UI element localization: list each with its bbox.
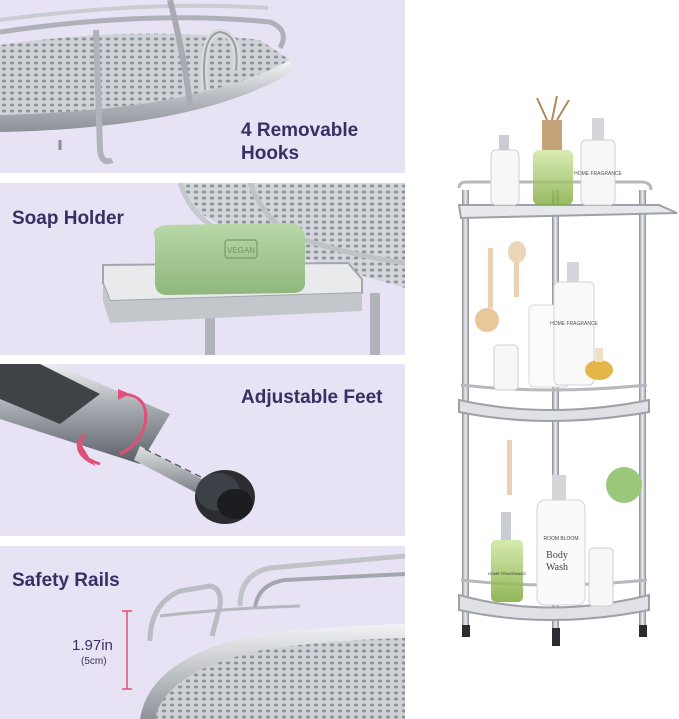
adjustable-foot-icon bbox=[0, 364, 255, 524]
soap-holder-panel: VEGAN Soap Holder bbox=[0, 183, 405, 355]
soap-emboss: VEGAN bbox=[227, 246, 255, 255]
body-wash-line1: Body bbox=[546, 550, 568, 561]
rail-height-value: 1.97in bbox=[72, 637, 113, 654]
body-wash-brand: ROOM BLOOM bbox=[543, 536, 578, 542]
top-bottle-label: HOME FRAGRANCE bbox=[574, 171, 622, 177]
safety-rails-title: Safety Rails bbox=[12, 570, 120, 591]
soap-holder-icon: VEGAN bbox=[102, 183, 405, 355]
body-wash-line2: Wash bbox=[546, 562, 568, 573]
bottom-bottle-label: HOME FRAGRANCE bbox=[488, 571, 527, 576]
hooks-title-line1: 4 Removable bbox=[241, 120, 359, 141]
rail-height-metric: (5cm) bbox=[81, 656, 107, 667]
hooks-panel: 4 Removable Hooks bbox=[0, 0, 405, 173]
hooks-title-line2: Hooks bbox=[241, 143, 300, 164]
adjustable-feet-panel: Adjustable Feet bbox=[0, 364, 405, 536]
mid-bottle-label: HOME FRAGRANCE bbox=[550, 321, 598, 327]
safety-rails-panel: Safety Rails 1.97in (5cm) bbox=[0, 546, 405, 719]
shower-caddy-image: HOME FRAGRANCE HOME FRAGRANCE HOME FRAGR… bbox=[457, 95, 678, 646]
hook-icon bbox=[0, 0, 292, 165]
safety-rail-icon bbox=[122, 553, 405, 719]
adjustable-feet-title: Adjustable Feet bbox=[241, 387, 383, 408]
soap-holder-title: Soap Holder bbox=[12, 208, 124, 229]
